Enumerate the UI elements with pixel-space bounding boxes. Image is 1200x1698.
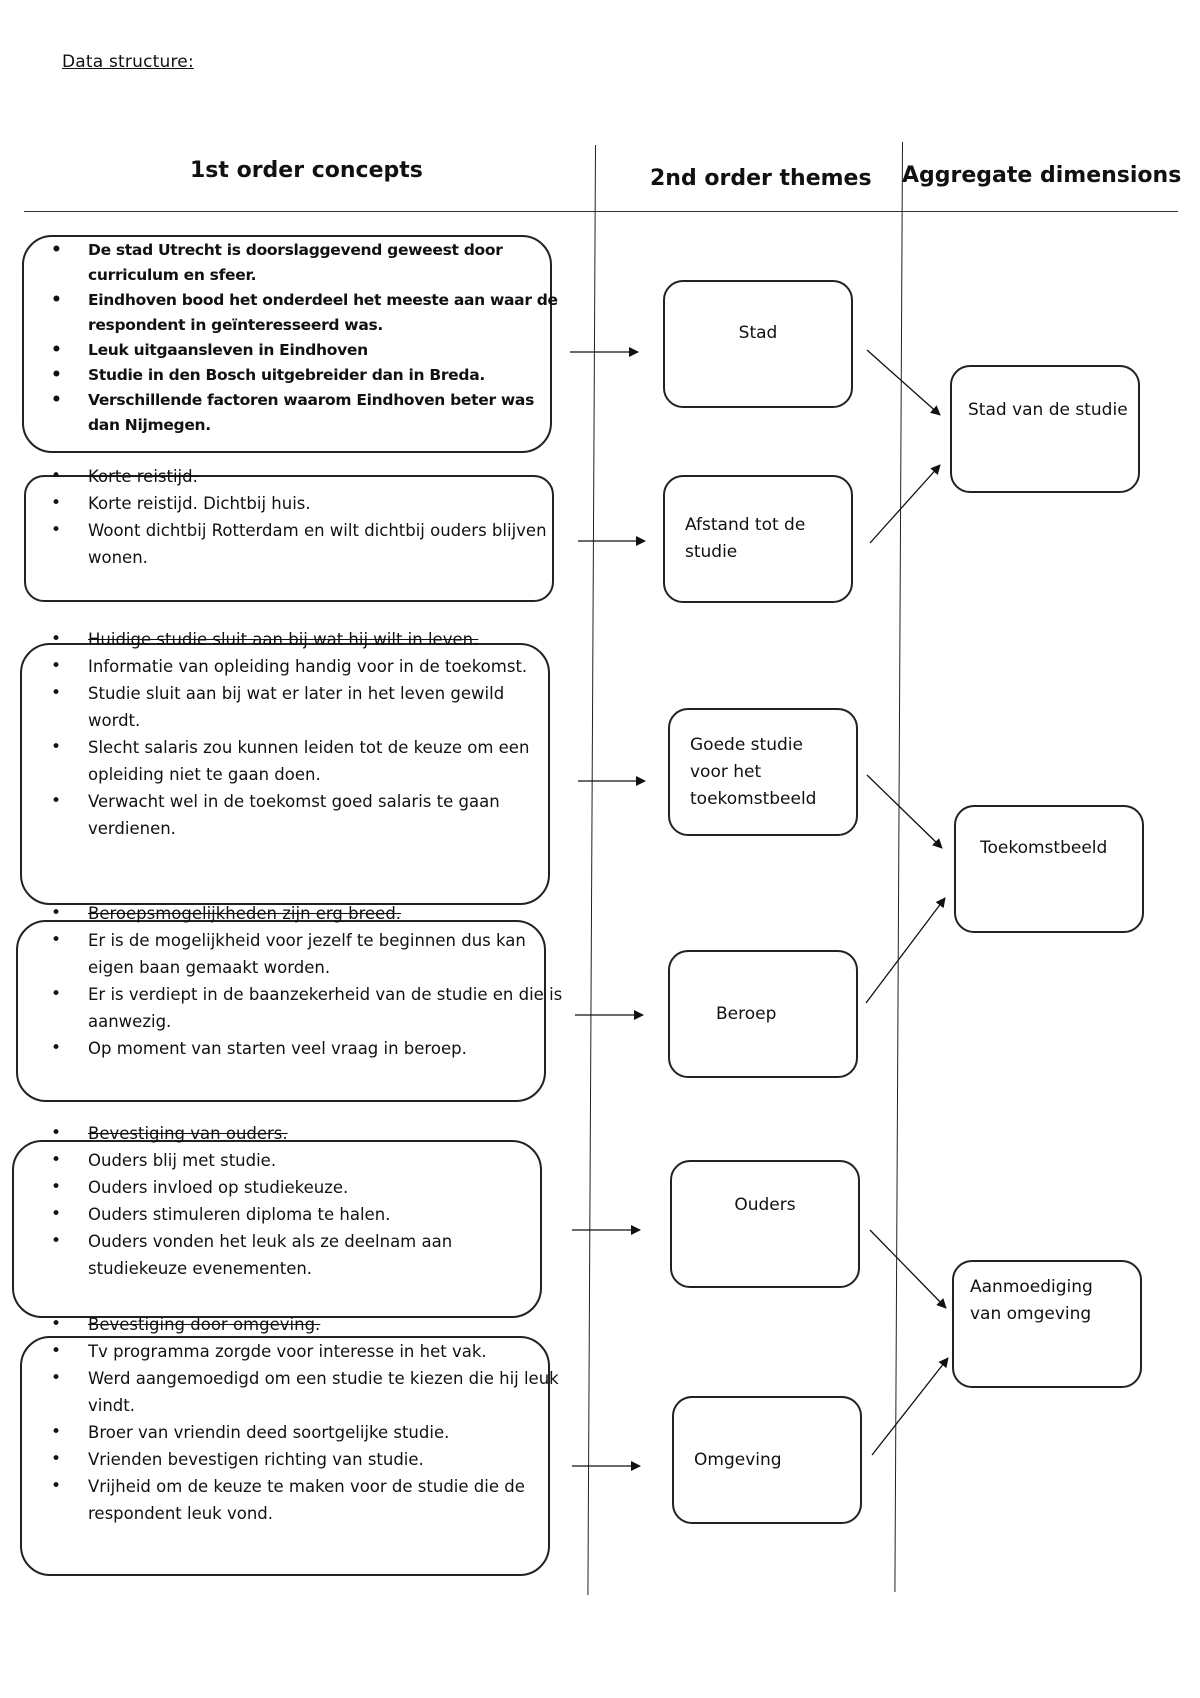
theme-box-afstand: Afstand tot de studie — [663, 475, 853, 603]
arrow-omgeving-to-dimension — [871, 1357, 949, 1456]
list-item: Er is verdiept in de baanzekerheid van d… — [51, 981, 572, 1035]
theme-label: Beroep — [716, 1003, 777, 1024]
list-item: Korte reistijd. Dichtbij huis. — [51, 490, 552, 517]
theme-label: Omgeving — [694, 1449, 782, 1470]
dimension-label: Aanmoediging van omgeving — [970, 1277, 1093, 1324]
dimension-label: Stad van de studie — [968, 400, 1128, 420]
list-item: Ouders stimuleren diploma te halen. — [51, 1201, 552, 1228]
list-item: Werd aangemoedigd om een studie te kieze… — [51, 1365, 572, 1419]
list-item: Vrienden bevestigen richting van studie. — [51, 1446, 572, 1473]
arrow-ouders-to-dimension — [869, 1229, 947, 1309]
list-item: Leuk uitgaansleven in Eindhoven — [51, 338, 560, 363]
list-item: Vrijheid om de keuze te maken voor de st… — [51, 1473, 572, 1527]
list-item: Slecht salaris zou kunnen leiden tot de … — [51, 734, 552, 788]
concept-list-2: Korte reistijd. Korte reistijd. Dichtbij… — [51, 463, 552, 571]
concept-list-3: Huidige studie sluit aan bij wat hij wil… — [51, 626, 552, 842]
list-item: Op moment van starten veel vraag in bero… — [51, 1035, 572, 1062]
list-item: Ouders invloed op studiekeuze. — [51, 1174, 552, 1201]
theme-box-stad: Stad — [663, 280, 853, 408]
theme-box-omgeving: Omgeving — [672, 1396, 862, 1524]
list-item: Er is de mogelijkheid voor jezelf te beg… — [51, 927, 572, 981]
dimension-box-stad-van-de-studie: Stad van de studie — [950, 365, 1140, 493]
theme-box-beroep: Beroep — [668, 950, 858, 1078]
header-aggregate: Aggregate dimensions — [902, 163, 1182, 188]
theme-label: Afstand tot de studie — [685, 515, 806, 562]
arrow-afstand-to-dimension — [869, 464, 941, 544]
theme-label: Goede studie voor het toekomstbeeld — [690, 734, 817, 809]
header-first-order: 1st order concepts — [190, 158, 423, 183]
concept-list-1: De stad Utrecht is doorslaggevend gewees… — [51, 238, 560, 438]
arrow-beroep-to-dimension — [865, 897, 946, 1004]
dimension-box-aanmoediging: Aanmoediging van omgeving — [952, 1260, 1142, 1388]
list-item: Informatie van opleiding handig voor in … — [51, 653, 552, 680]
list-item: Ouders vonden het leuk als ze deelnam aa… — [51, 1228, 552, 1282]
dimension-label: Toekomstbeeld — [980, 838, 1108, 858]
list-item: Verwacht wel in de toekomst goed salaris… — [51, 788, 552, 842]
header-second-order: 2nd order themes — [650, 166, 872, 191]
list-item: Bevestiging van ouders. — [51, 1120, 552, 1147]
list-item: Verschillende factoren waarom Eindhoven … — [51, 388, 560, 438]
list-item: Eindhoven bood het onderdeel het meeste … — [51, 288, 560, 338]
theme-box-goede-studie: Goede studie voor het toekomstbeeld — [668, 708, 858, 836]
list-item: Bevestiging door omgeving. — [51, 1311, 572, 1338]
concept-list-4: Beroepsmogelijkheden zijn erg breed. Er … — [51, 900, 572, 1062]
concept-list-5: Bevestiging van ouders. Ouders blij met … — [51, 1120, 552, 1282]
theme-label: Ouders — [734, 1195, 796, 1215]
arrow-goede-studie-to-dimension — [866, 774, 943, 849]
list-item: Beroepsmogelijkheden zijn erg breed. — [51, 900, 572, 927]
page-title: Data structure: — [62, 52, 194, 72]
dimension-box-toekomstbeeld: Toekomstbeeld — [954, 805, 1144, 933]
list-item: Studie sluit aan bij wat er later in het… — [51, 680, 552, 734]
list-item: Woont dichtbij Rotterdam en wilt dichtbi… — [51, 517, 552, 571]
list-item: Huidige studie sluit aan bij wat hij wil… — [51, 626, 552, 653]
concept-list-6: Bevestiging door omgeving. Tv programma … — [51, 1311, 572, 1527]
list-item: Broer van vriendin deed soortgelijke stu… — [51, 1419, 572, 1446]
list-item: Studie in den Bosch uitgebreider dan in … — [51, 363, 560, 388]
header-divider — [24, 211, 1178, 212]
list-item: Tv programma zorgde voor interesse in he… — [51, 1338, 572, 1365]
list-item: Korte reistijd. — [51, 463, 552, 490]
arrow-stad-to-dimension — [866, 349, 941, 416]
list-item: Ouders blij met studie. — [51, 1147, 552, 1174]
list-item: De stad Utrecht is doorslaggevend gewees… — [51, 238, 560, 288]
theme-box-ouders: Ouders — [670, 1160, 860, 1288]
theme-label: Stad — [738, 323, 778, 343]
